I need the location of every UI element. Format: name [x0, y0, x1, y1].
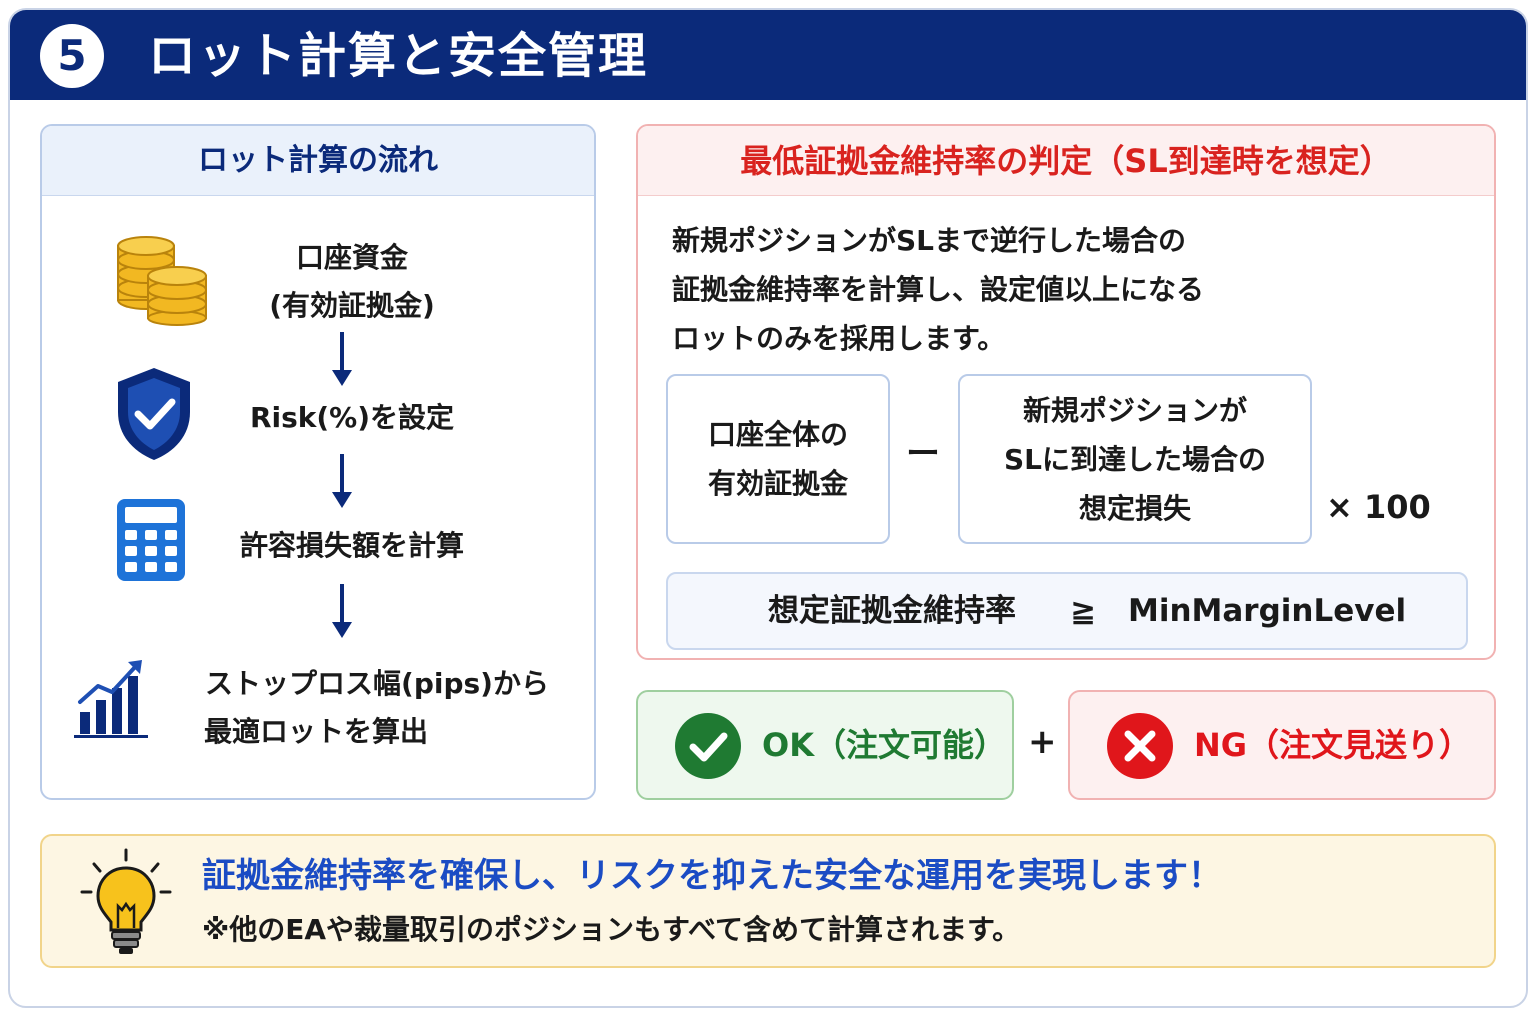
result-joiner: + [1028, 722, 1057, 762]
formula-text: 新規ポジションが [1022, 394, 1247, 427]
flow-step-label: 許容損失額を計算 [239, 529, 464, 562]
condition-operator: ≧ [1070, 593, 1096, 629]
condition-left: 想定証拠金維持率 [768, 593, 1016, 629]
flow-step-account-funds: 口座資金 (有効証拠金) [222, 234, 482, 330]
coins-icon [117, 236, 207, 326]
condition-right: MinMarginLevel [1128, 593, 1407, 629]
margin-check-title: 最低証拠金維持率の判定（SL到達時を想定） [638, 126, 1494, 196]
formula-equity-box: 口座全体の 有効証拠金 [666, 374, 890, 544]
lightbulb-icon [80, 848, 172, 954]
section-title: ロット計算と安全管理 [148, 28, 649, 84]
result-ng-label: NG（注文見送り） [1194, 726, 1472, 764]
flow-step-risk: Risk(%)を設定 [222, 394, 482, 442]
lot-flow-title: ロット計算の流れ [42, 126, 594, 196]
formula-text: 有効証拠金 [707, 467, 848, 500]
formula-multiplier: × 100 [1326, 488, 1431, 526]
flow-step-label: Risk(%)を設定 [249, 401, 455, 434]
x-circle-icon [1107, 713, 1173, 779]
tip-headline: 証拠金維持率を確保し、リスクを抑えた安全な運用を実現します！ [202, 856, 1222, 896]
section-number: 5 [40, 24, 104, 88]
growth-chart-icon [74, 660, 148, 738]
tip-note: ※他のEAや裁量取引のポジションもすべて含めて計算されます。 [202, 913, 1021, 946]
arrow-down-icon [332, 584, 352, 638]
description-line: 新規ポジションがSLまで逆行した場合の [672, 224, 1187, 257]
flow-step-sublabel: (有効証拠金) [269, 289, 435, 322]
description-line: ロットのみを採用します。 [672, 322, 1006, 355]
slide-frame: 5 ロット計算と安全管理 ロット計算の流れ 口座資金 [8, 8, 1528, 1008]
result-ng-box: NG（注文見送り） [1068, 690, 1496, 800]
formula-text: 想定損失 [1078, 492, 1191, 525]
flow-step-sublabel: 最適ロットを算出 [204, 715, 429, 748]
formula-text: SLに到達した場合の [1003, 443, 1266, 476]
flow-step-label: ストップロス幅(pips)から [205, 667, 549, 700]
margin-check-panel: 最低証拠金維持率の判定（SL到達時を想定） 新規ポジションがSLまで逆行した場合… [636, 124, 1496, 660]
formula-loss-box: 新規ポジションが SLに到達した場合の 想定損失 [958, 374, 1312, 544]
calculator-icon [117, 499, 185, 581]
arrow-down-icon [332, 332, 352, 386]
result-ok-box: OK（注文可能） [636, 690, 1014, 800]
shield-check-icon [118, 368, 190, 460]
lot-flow-panel: ロット計算の流れ 口座資金 (有効証拠金) [40, 124, 596, 800]
check-circle-icon [675, 713, 741, 779]
formula-text: 口座全体の [707, 418, 848, 451]
margin-check-description: 新規ポジションがSLまで逆行した場合の 証拠金維持率を計算し、設定値以上になる … [672, 216, 1462, 363]
result-ok-label: OK（注文可能） [762, 726, 1007, 764]
flow-step-label: 口座資金 [295, 241, 408, 274]
flow-step-optimal-lot: ストップロス幅(pips)から 最適ロットを算出 [182, 660, 572, 756]
tip-box: 証拠金維持率を確保し、リスクを抑えた安全な運用を実現します！ ※他のEAや裁量取… [40, 834, 1496, 968]
description-line: 証拠金維持率を計算し、設定値以上になる [672, 273, 1205, 306]
arrow-down-icon [332, 454, 352, 508]
section-header: 5 ロット計算と安全管理 [10, 10, 1526, 100]
flow-step-allowable-loss: 許容損失額を計算 [212, 522, 492, 570]
margin-condition: 想定証拠金維持率 ≧ MinMarginLevel [666, 572, 1468, 650]
formula-minus: ー [906, 434, 940, 474]
